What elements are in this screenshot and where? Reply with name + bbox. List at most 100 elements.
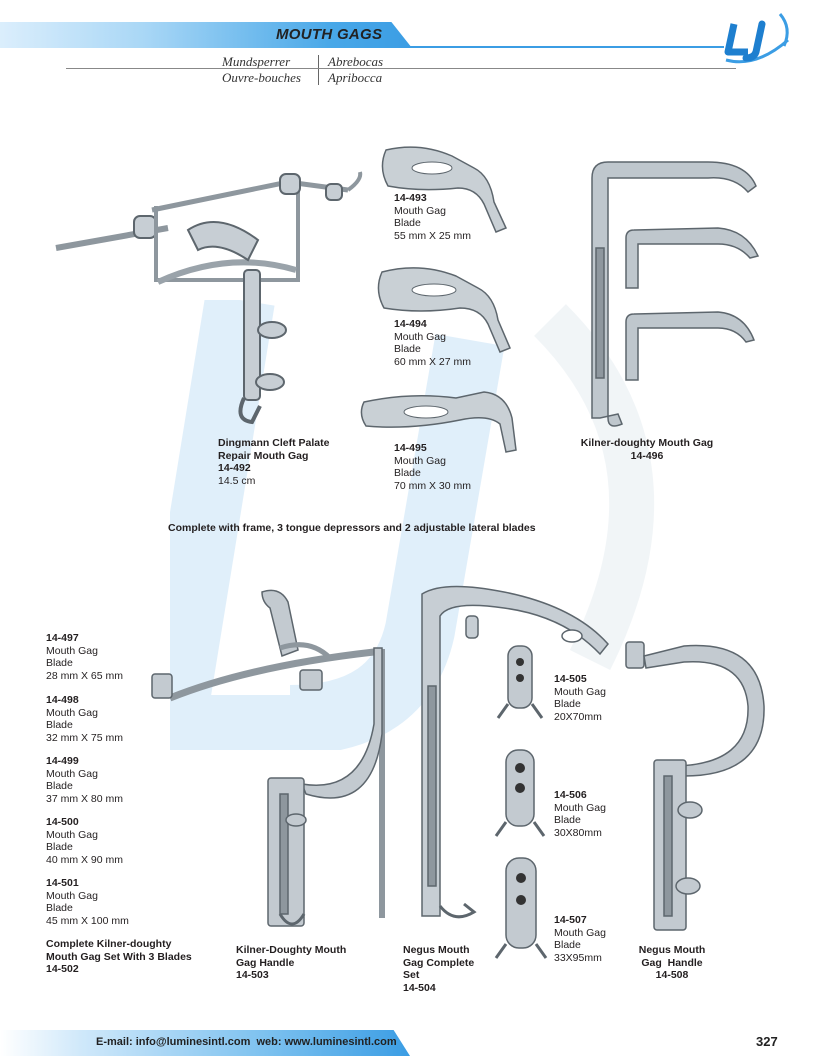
- product-name: Dingmann Cleft Palate: [218, 437, 330, 449]
- product-14-508-label: Negus Mouth Gag Handle 14-508: [626, 944, 718, 982]
- product-desc: Mouth Gag: [46, 828, 98, 841]
- product-desc: Blade: [46, 841, 73, 853]
- product-code: 14-501: [46, 877, 79, 889]
- product-name: Gag Handle: [236, 956, 295, 969]
- product-code: 14-500: [46, 816, 79, 828]
- product-size: 55 mm X 25 mm: [394, 229, 472, 242]
- set-note: Complete with frame, 3 tongue depressors…: [168, 522, 536, 534]
- product-14-498-label: 14-498 Mouth Gag Blade 32 mm X 75 mm: [46, 694, 123, 744]
- product-14-501-label: 14-501 Mouth Gag Blade 45 mm X 100 mm: [46, 877, 129, 927]
- footer-contact: E-mail: info@luminesintl.com web: www.lu…: [96, 1036, 397, 1048]
- product-desc: Mouth Gag: [554, 685, 606, 698]
- product-code: 14-503: [236, 969, 269, 981]
- product-14-507-label: 14-507 Mouth Gag Blade 33X95mm: [554, 914, 606, 964]
- product-code: 14-492: [218, 462, 251, 474]
- product-desc: Mouth Gag: [394, 454, 446, 467]
- product-code: 14-506: [554, 789, 587, 801]
- product-desc: Blade: [394, 467, 421, 479]
- footer-banner: [0, 1030, 410, 1056]
- kilner-doughty-set-image: [151, 589, 385, 918]
- product-desc: Blade: [554, 698, 581, 710]
- kilner-doughty-handle-image: [267, 647, 383, 927]
- header-rule: [66, 68, 736, 69]
- product-14-502-label: Complete Kilner-doughty Mouth Gag Set Wi…: [46, 938, 192, 976]
- product-code: 14-496: [630, 449, 664, 462]
- product-code: 14-495: [394, 442, 427, 454]
- translation-de: Mundsperrer: [222, 54, 291, 69]
- page-title: MOUTH GAGS: [276, 26, 383, 43]
- translation-pt: Abrebocas: [328, 54, 384, 69]
- product-name: Negus Mouth: [638, 944, 706, 956]
- product-name: Mouth Gag Set With 3 Blades: [46, 950, 192, 963]
- product-name: Complete Kilner-doughty: [46, 938, 172, 950]
- product-code: 14-493: [394, 192, 427, 204]
- product-name: Negus Mouth: [403, 944, 470, 956]
- product-desc: Mouth Gag: [46, 767, 98, 780]
- product-size: 30X80mm: [554, 826, 602, 839]
- product-desc: Mouth Gag: [46, 889, 98, 902]
- product-desc: Mouth Gag: [46, 706, 98, 719]
- product-code: 14-498: [46, 694, 79, 706]
- product-code: 14-508: [655, 969, 689, 981]
- product-size: 60 mm X 27 mm: [394, 355, 472, 368]
- product-desc: Mouth Gag: [46, 644, 98, 657]
- blade-14-505-image: [496, 645, 544, 719]
- product-14-492-label: Dingmann Cleft Palate Repair Mouth Gag 1…: [218, 437, 329, 487]
- product-size: 37 mm X 80 mm: [46, 792, 124, 805]
- product-desc: Blade: [46, 780, 73, 792]
- product-14-505-label: 14-505 Mouth Gag Blade 20X70mm: [554, 673, 606, 723]
- product-name: Gag Complete: [403, 956, 475, 969]
- product-desc: Mouth Gag: [394, 204, 446, 217]
- product-14-504-label: Negus Mouth Gag Complete Set 14-504: [403, 944, 474, 994]
- brand-logo-icon: [724, 13, 789, 64]
- translation-it: Apribocca: [328, 70, 383, 85]
- page-number: 327: [756, 1034, 778, 1049]
- product-desc: Mouth Gag: [554, 801, 606, 814]
- product-size: 28 mm X 65 mm: [46, 669, 124, 682]
- product-14-493-label: 14-493 Mouth Gag Blade 55 mm X 25 mm: [394, 192, 471, 242]
- product-code: 14-507: [554, 914, 587, 926]
- product-desc: Blade: [46, 902, 73, 914]
- product-desc: Blade: [394, 217, 421, 229]
- title-accent-rule: [404, 46, 724, 48]
- product-code: 14-499: [46, 755, 79, 767]
- product-name: Set: [403, 969, 420, 981]
- product-14-506-label: 14-506 Mouth Gag Blade 30X80mm: [554, 789, 606, 839]
- negus-handle-image: [625, 641, 765, 931]
- product-name: Gag Handle: [641, 956, 703, 969]
- product-14-496-label: Kilner-doughty Mouth Gag 14-496: [572, 437, 722, 462]
- blade-14-495-image: [360, 391, 517, 453]
- product-desc: Mouth Gag: [394, 330, 446, 343]
- product-code: 14-505: [554, 673, 587, 685]
- product-code: 14-504: [403, 981, 436, 994]
- product-size: 45 mm X 100 mm: [46, 914, 129, 927]
- product-code: 14-494: [394, 318, 427, 330]
- product-desc: Blade: [46, 657, 73, 669]
- product-size: 20X70mm: [554, 710, 602, 723]
- kilner-doughty-mouth-gag-image: [591, 161, 760, 427]
- blade-14-493-image: [381, 146, 508, 233]
- product-code: 14-502: [46, 963, 79, 975]
- product-14-494-label: 14-494 Mouth Gag Blade 60 mm X 27 mm: [394, 318, 471, 368]
- translation-fr: Ouvre-bouches: [222, 70, 301, 85]
- product-14-500-label: 14-500 Mouth Gag Blade 40 mm X 90 mm: [46, 816, 123, 866]
- product-14-503-label: Kilner-Doughty Mouth Gag Handle 14-503: [236, 944, 346, 982]
- product-name: Repair Mouth Gag: [218, 449, 309, 462]
- product-size: 40 mm X 90 mm: [46, 853, 124, 866]
- product-desc: Blade: [394, 343, 421, 355]
- product-desc: Blade: [554, 939, 581, 951]
- product-14-495-label: 14-495 Mouth Gag Blade 70 mm X 30 mm: [394, 442, 471, 492]
- blade-14-494-image: [377, 267, 511, 353]
- product-14-497-label: 14-497 Mouth Gag Blade 28 mm X 65 mm: [46, 632, 123, 682]
- product-size: 14.5 cm: [218, 474, 256, 487]
- product-code: 14-497: [46, 632, 79, 644]
- product-desc: Blade: [46, 719, 73, 731]
- blade-14-507-image: [494, 857, 548, 959]
- translation-divider: [318, 55, 319, 85]
- product-desc: Blade: [554, 814, 581, 826]
- blade-14-506-image: [494, 749, 546, 837]
- product-size: 32 mm X 75 mm: [46, 731, 124, 744]
- product-size: 70 mm X 30 mm: [394, 479, 472, 492]
- title-banner: [0, 22, 412, 48]
- product-size: 33X95mm: [554, 951, 602, 964]
